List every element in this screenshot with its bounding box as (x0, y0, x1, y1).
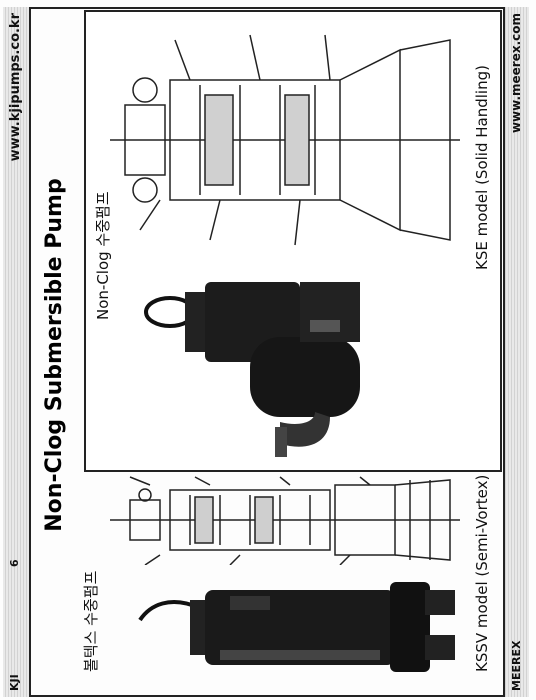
page-header: KJI 6 www.kjipumps.co.kr (3, 7, 31, 697)
kssv-cross-section-drawing (110, 476, 460, 565)
footer-brand: MEEREX (510, 640, 523, 691)
page-number: 6 (8, 559, 21, 567)
slide-title: Non-Clog Submersible Pump (42, 178, 67, 532)
kse-cross-section-drawing (110, 34, 460, 246)
footer-url: www.meerex.com (509, 13, 523, 134)
header-url: www.kjipumps.co.kr (8, 13, 23, 162)
kssv-korean-label: 볼텍스 수중펌프 (82, 570, 100, 672)
kse-caption: KSE model (Solid Handling) (473, 65, 491, 270)
page-footer: MEEREX www.meerex.com (503, 7, 529, 697)
kssv-pump-photo (138, 582, 455, 672)
kssv-caption: KSSV model (Semi-Vortex) (473, 474, 491, 672)
header-logo: KJI (8, 674, 21, 691)
kse-pump-photo (144, 282, 360, 457)
